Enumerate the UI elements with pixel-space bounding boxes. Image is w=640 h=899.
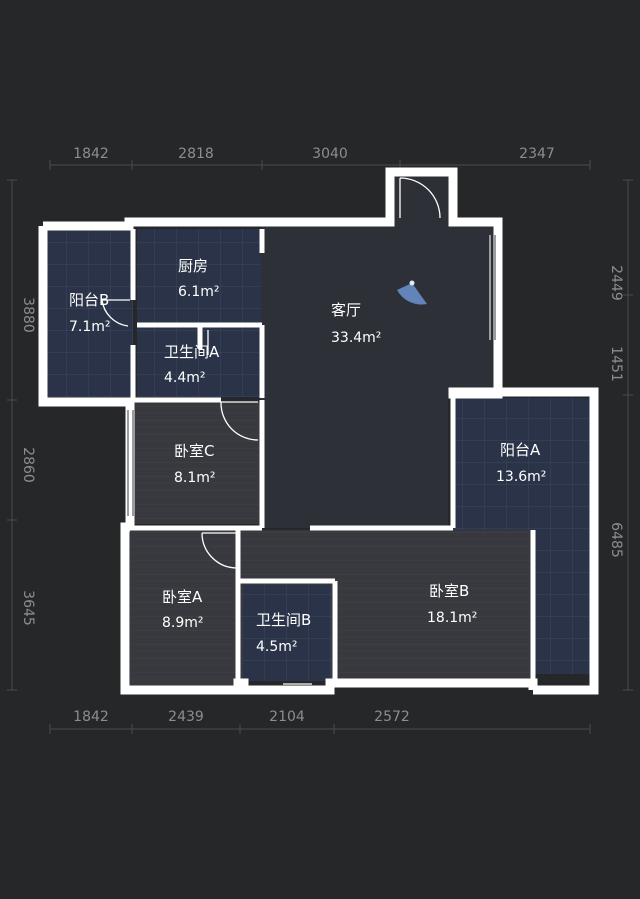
dim-bottom-2: 2439 (168, 709, 204, 725)
dim-right-1: 2449 (608, 265, 624, 301)
room-bedroom-a-name: 卧室A (162, 588, 203, 606)
room-bathroom-b-name: 卫生间B (256, 611, 311, 629)
dim-top-1: 1842 (73, 146, 109, 162)
room-bedroom-c-area: 8.1m² (174, 470, 216, 486)
floor-kitchen (137, 229, 261, 323)
room-kitchen-name: 厨房 (178, 257, 208, 275)
doors (101, 177, 441, 689)
window-kitchen-east (489, 235, 496, 340)
dim-left-1: 3880 (20, 297, 36, 333)
room-bathroom-a-area: 4.4m² (164, 370, 206, 386)
room-living-room-name: 客厅 (331, 301, 361, 319)
floor-bathroom-b (243, 585, 331, 681)
room-bathroom-a-name: 卫生间A (164, 343, 220, 361)
room-balcony-b-area: 7.1m² (69, 319, 111, 335)
dimension-lines (7, 160, 633, 734)
dim-bottom-1: 1842 (73, 709, 109, 725)
dim-top-2: 2818 (178, 146, 214, 162)
dim-top-4: 2347 (519, 146, 555, 162)
dimension-labels: 1842 2818 3040 2347 1842 2439 2104 2572 … (20, 146, 624, 725)
door-living-entry (399, 177, 441, 219)
room-bathroom-b-area: 4.5m² (256, 639, 298, 655)
outer-wall-south (120, 522, 538, 695)
dim-bottom-4: 2572 (374, 709, 410, 725)
room-balcony-a-name: 阳台A (500, 441, 541, 459)
floors (47, 176, 590, 686)
room-bedroom-b-name: 卧室B (429, 582, 469, 600)
view-cone-icon (397, 280, 427, 305)
room-bedroom-c-name: 卧室C (174, 442, 214, 460)
room-balcony-b-name: 阳台B (69, 291, 109, 309)
dim-right-3: 6485 (608, 522, 624, 558)
door-bedroom-c (220, 401, 259, 441)
room-labels: 阳台B 7.1m² 厨房 6.1m² 客厅 33.4m² 卫生间A 4.4m² … (69, 257, 546, 655)
outer-wall (43, 167, 503, 345)
door-bedroom-a (201, 532, 238, 569)
room-bedroom-b-area: 18.1m² (427, 610, 477, 626)
dim-top-3: 3040 (312, 146, 348, 162)
floor-living-room (261, 176, 494, 528)
room-kitchen-area: 6.1m² (178, 284, 220, 300)
door-bathroom-b-window (283, 683, 312, 689)
room-balcony-a-area: 13.6m² (496, 469, 546, 485)
room-bedroom-a-area: 8.9m² (162, 615, 204, 631)
floor-bedroom-c (134, 402, 260, 524)
window-bedroom-c (127, 410, 134, 516)
dim-right-2: 1451 (608, 346, 624, 382)
floor-bedroom-a (130, 530, 238, 686)
interior-walls (124, 229, 536, 690)
dim-bottom-3: 2104 (269, 709, 305, 725)
floor-balcony-b (47, 229, 133, 397)
room-living-room-area: 33.4m² (331, 330, 381, 346)
dim-left-2: 2860 (20, 447, 36, 483)
outer-wall-east (448, 345, 599, 695)
door-balcony-b (101, 299, 130, 327)
dim-left-3: 3645 (20, 590, 36, 626)
outer-wall-west (38, 226, 135, 527)
walls (38, 167, 599, 695)
